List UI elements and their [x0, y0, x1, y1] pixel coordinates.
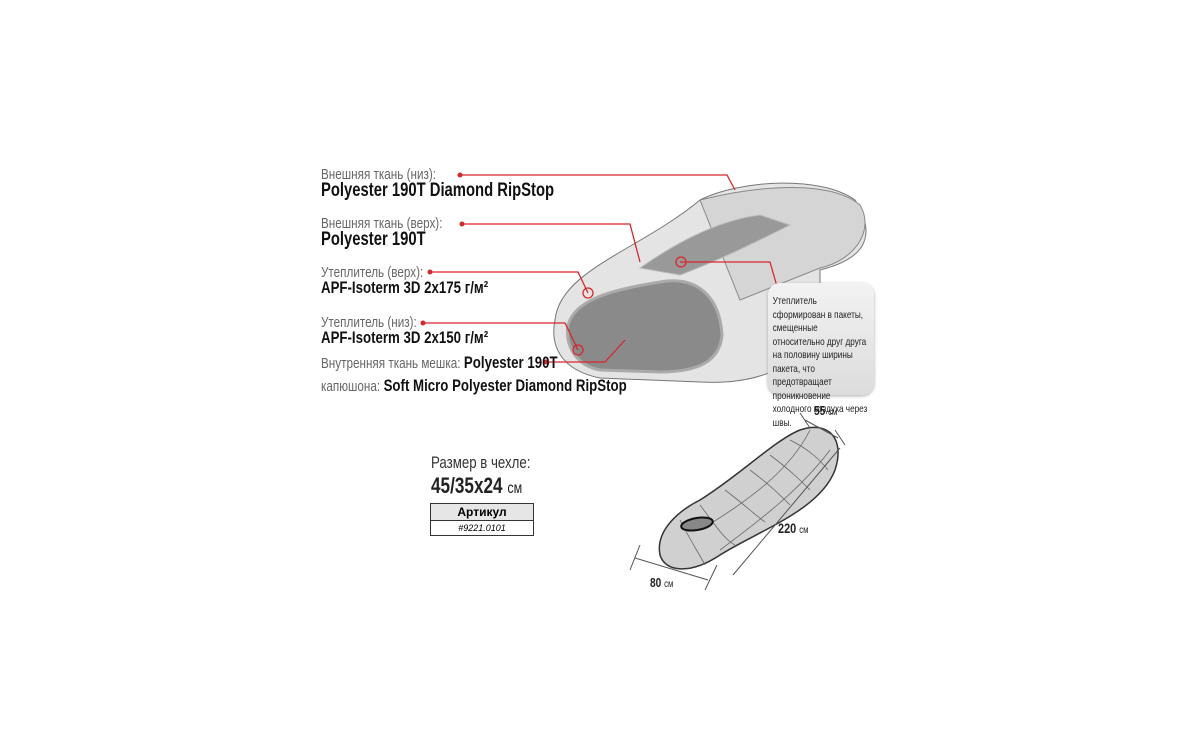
callout-outer-top-label: Внешняя ткань (верх):: [321, 215, 443, 232]
dimension-bottom-width: 80 см: [650, 575, 673, 590]
article-table: Артикул #9221.0101: [430, 503, 534, 536]
dimension-top-width-value: 55: [814, 403, 826, 418]
callout-inner-fabric: Внутренняя ткань мешка: Polyester 190T: [321, 353, 558, 373]
callout-outer-top-value: Polyester 190T: [321, 229, 426, 250]
insulation-note-text: Утеплитель сформирован в пакеты, смещенн…: [772, 295, 868, 429]
dimension-top-width: 55 см: [814, 403, 837, 418]
dimension-unit: см: [828, 407, 838, 418]
callout-inner-fabric-value: Polyester 190T: [463, 353, 558, 372]
packed-size-unit: см: [507, 480, 523, 497]
leader-dots: [420, 172, 549, 365]
dimension-lines: [629, 412, 846, 591]
mummy-bag-drawing: [658, 426, 839, 570]
dimension-length-value: 220: [778, 520, 797, 536]
callout-insulation-bottom-label: Утеплитель (низ):: [321, 314, 417, 331]
insulation-note-box: Утеплитель сформирован в пакеты, смещенн…: [768, 283, 874, 429]
packed-size: 45/35x24 см: [431, 473, 522, 499]
article-header: Артикул: [431, 504, 533, 521]
leader-lines: [423, 174, 779, 363]
callout-inner-fabric-label: Внутренняя ткань мешка:: [321, 355, 461, 372]
callout-hood: капюшона: Soft Micro Polyester Diamond R…: [321, 376, 627, 396]
callout-insulation-top-value: APF-Isoterm 3D 2x175 г/м²: [321, 278, 489, 297]
article-code: #9221.0101: [458, 523, 506, 533]
dimension-unit: см: [664, 579, 674, 590]
callout-insulation-top-label: Утеплитель (верх):: [321, 264, 424, 281]
callout-outer-bottom-value: Polyester 190T Diamond RipStop: [321, 180, 555, 201]
callout-insulation-bottom-value: APF-Isoterm 3D 2x150 г/м²: [321, 328, 489, 347]
callout-hood-label: капюшона:: [321, 378, 381, 395]
callout-hood-value: Soft Micro Polyester Diamond RipStop: [383, 376, 627, 395]
callout-outer-bottom-label: Внешняя ткань (низ):: [321, 166, 437, 183]
packed-size-value: 45/35x24: [431, 473, 503, 498]
dimension-bottom-width-value: 80: [650, 575, 662, 590]
packed-size-label: Размер в чехле:: [431, 453, 531, 472]
dimension-unit: см: [799, 525, 809, 536]
dimension-length: 220 см: [778, 520, 809, 536]
